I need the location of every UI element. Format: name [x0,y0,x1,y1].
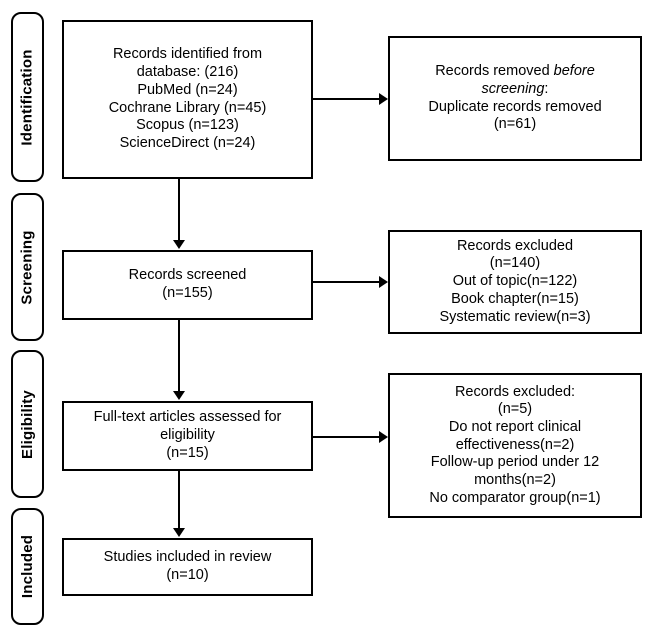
stage-label-screening-text: Screening [19,229,37,305]
box-fulltext-assessed: Full-text articles assessed for eligibil… [62,401,313,471]
connector-identified-to-screened-arrowhead [173,240,185,249]
stage-label-eligibility: Eligibility [11,350,44,498]
connector-identified-to-removed-arrowhead [379,93,388,105]
box-records-screened: Records screened (n=155) [62,250,313,320]
connector-screened-to-fulltext-arrowhead [173,391,185,400]
box-records-removed-text: Records removed before screening: Duplic… [428,63,601,134]
box-records-excluded-screening-text: Records excluded (n=140) Out of topic(n=… [439,237,591,325]
connector-screened-to-fulltext [178,320,180,393]
stage-label-screening: Screening [11,193,44,341]
connector-fulltext-to-excluded [313,436,381,438]
box-records-excluded-screening: Records excluded (n=140) Out of topic(n=… [388,230,642,334]
stage-label-identification-text: Identification [19,48,37,146]
stage-label-identification: Identification [11,12,44,182]
box-records-screened-text: Records screened (n=155) [128,267,247,301]
box-studies-included: Studies included in review (n=10) [62,538,313,596]
connector-fulltext-to-excluded-arrowhead [379,431,388,443]
records-removed-italic-screening: screening [481,80,545,97]
connector-screened-to-excluded-arrowhead [379,276,388,288]
connector-fulltext-to-included [178,471,180,530]
connector-fulltext-to-included-arrowhead [173,528,185,537]
box-records-removed-before-screening: Records removed before screening: Duplic… [388,36,642,161]
box-studies-included-text: Studies included in review (n=10) [103,549,272,583]
records-removed-italic-before: before [553,63,595,80]
box-records-identified-text: Records identified from database: (216) … [108,46,267,151]
box-fulltext-assessed-text: Full-text articles assessed for eligibil… [93,409,282,461]
box-records-excluded-eligibility-text: Records excluded: (n=5) Do not report cl… [429,383,601,506]
box-records-excluded-eligibility: Records excluded: (n=5) Do not report cl… [388,373,642,518]
stage-label-eligibility-text: Eligibility [19,389,36,459]
stage-label-included: Included [11,508,44,625]
connector-screened-to-excluded [313,281,381,283]
box-records-identified: Records identified from database: (216) … [62,20,313,179]
records-removed-prefix: Records removed [435,63,554,80]
connector-identified-to-removed [313,98,381,100]
records-removed-colon: : [544,80,549,97]
stage-label-included-text: Included [19,534,36,599]
connector-identified-to-screened [178,179,180,242]
records-removed-rest: Duplicate records removed (n=61) [428,98,602,133]
